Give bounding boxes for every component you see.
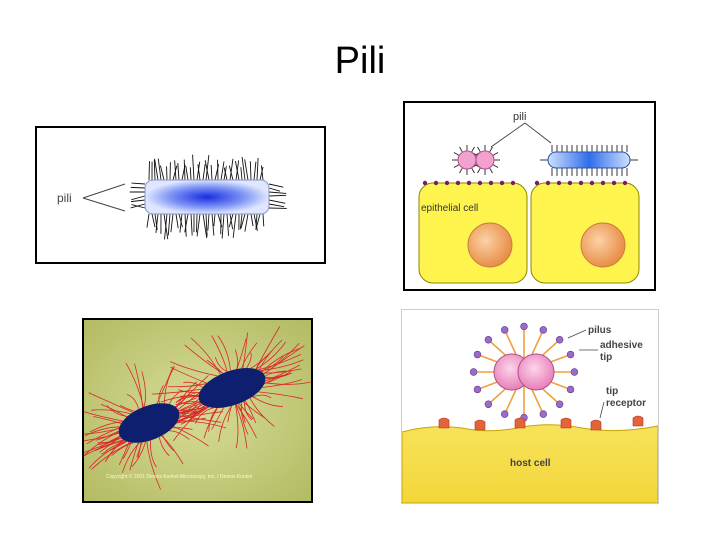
bacillus-body [144, 179, 270, 215]
adhesion-diagram: pilus adhesive tip tip receptor host cel… [401, 309, 659, 504]
nucleus [467, 222, 513, 268]
adhesive-tips [469, 322, 579, 422]
host-cell-label: host cell [510, 458, 551, 469]
pili-micrograph: Copyright © 2001 Dennis Kunkel Microscop… [82, 318, 313, 503]
pilus-label: pilus [588, 325, 612, 336]
adhesive-tip-label-1: adhesive [600, 340, 643, 351]
pili-filaments [84, 326, 311, 490]
pili-label: pili [57, 191, 72, 205]
bacterium-cell [118, 403, 180, 443]
pili-pointer-line [82, 197, 126, 212]
pili-pointer-line [82, 183, 126, 199]
epithelial-attachment-diagram: pili epithelial cell [403, 101, 656, 291]
host-cell [402, 424, 658, 503]
nucleus [580, 222, 626, 268]
pili-label: pili [513, 111, 526, 123]
copyright-text: Copyright © 2001 Dennis Kunkel Microscop… [106, 473, 252, 480]
pili-pointer-line [490, 122, 526, 148]
bacillus [547, 151, 631, 169]
tip-receptor-label-1: tip [606, 386, 618, 397]
epithelial-cell-label: epithelial cell [421, 203, 478, 214]
tip-receptor-label-2: receptor [606, 398, 646, 409]
adhesive-tip-label-2: tip [600, 352, 612, 363]
bacterium-cell [198, 368, 266, 408]
coccus [457, 150, 477, 170]
tip-receptors [438, 415, 644, 431]
coccus [475, 150, 495, 170]
bacillus-pili-diagram: pili [35, 126, 326, 264]
pili-hairs [129, 154, 287, 240]
slide-title: Pili [334, 40, 386, 82]
pili-pointer-line [524, 122, 552, 144]
coccus [517, 353, 555, 391]
surface-receptors [422, 180, 628, 186]
